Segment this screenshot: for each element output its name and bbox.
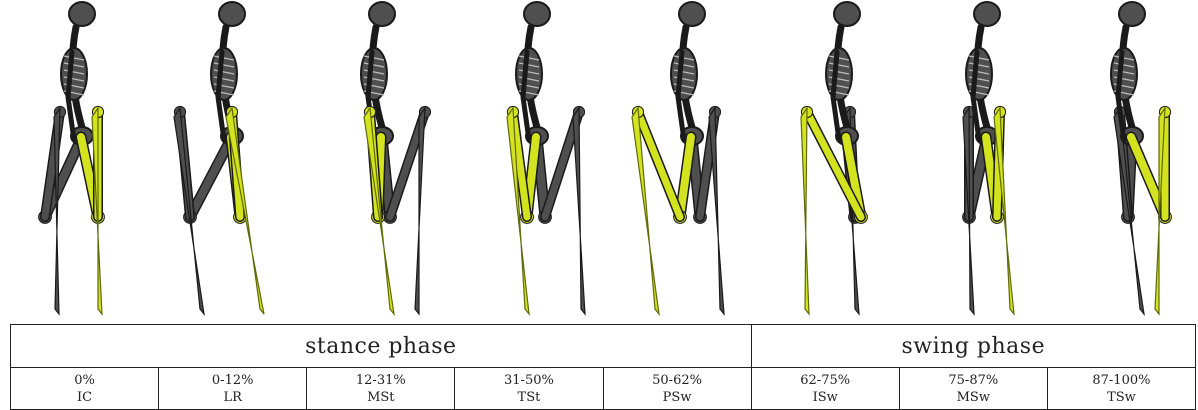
step-abbr: ISw: [752, 389, 899, 406]
step-cell-isw: 62-75%ISw: [751, 368, 899, 410]
skeleton-figure: [361, 2, 431, 314]
skull: [834, 2, 860, 26]
skeleton-figure: [632, 2, 724, 314]
step-percent: 0-12%: [159, 372, 306, 389]
swing-phase-cell: swing phase: [751, 325, 1195, 368]
step-cell-psw: 50-62%PSw: [603, 368, 751, 410]
skeleton-figure: [174, 2, 264, 314]
highlight-leg-foot: [226, 108, 264, 314]
skeleton-figure: [801, 2, 867, 314]
step-abbr: TSw: [1048, 389, 1195, 406]
skull: [974, 2, 1000, 26]
step-percent: 0%: [11, 372, 158, 389]
skull: [1119, 2, 1145, 26]
gait-phase-table: stance phase swing phase 0%IC 0-12%LR 12…: [10, 324, 1196, 410]
skeleton-figure: [1111, 2, 1171, 314]
gray-leg-foot: [174, 108, 204, 314]
step-percent: 50-62%: [604, 372, 751, 389]
skull: [69, 2, 95, 26]
skeleton-figure: [507, 2, 585, 314]
step-cell-ic: 0%IC: [11, 368, 159, 410]
step-percent: 12-31%: [307, 372, 454, 389]
skeleton-figure: [963, 2, 1014, 314]
step-cell-msw: 75-87%MSw: [899, 368, 1047, 410]
gray-leg-foot: [709, 108, 724, 314]
step-abbr: MSt: [307, 389, 454, 406]
step-abbr: TSt: [455, 389, 602, 406]
step-abbr: LR: [159, 389, 306, 406]
skull: [219, 2, 245, 26]
gray-leg-foot: [54, 108, 60, 314]
skeleton-figure: [39, 2, 105, 314]
step-cell-tsw: 87-100%TSw: [1047, 368, 1195, 410]
step-percent: 62-75%: [752, 372, 899, 389]
step-percent: 87-100%: [1048, 372, 1195, 389]
step-row: 0%IC 0-12%LR 12-31%MSt 31-50%TSt 50-62%P…: [11, 368, 1196, 410]
step-cell-tst: 31-50%TSt: [455, 368, 603, 410]
highlight-leg-femur: [680, 137, 691, 217]
gray-leg-femur: [190, 137, 232, 217]
step-percent: 31-50%: [455, 372, 602, 389]
skull: [524, 2, 550, 26]
step-abbr: PSw: [604, 389, 751, 406]
step-cell-lr: 0-12%LR: [159, 368, 307, 410]
stance-phase-cell: stance phase: [11, 325, 752, 368]
step-abbr: IC: [11, 389, 158, 406]
gray-leg-foot: [573, 108, 585, 314]
step-cell-mst: 12-31%MSt: [307, 368, 455, 410]
phase-row: stance phase swing phase: [11, 325, 1196, 368]
skull: [679, 2, 705, 26]
gait-cycle-skeleton-figure: [0, 0, 1198, 325]
step-abbr: MSw: [900, 389, 1047, 406]
highlight-leg-foot: [801, 108, 809, 314]
step-percent: 75-87%: [900, 372, 1047, 389]
skull: [369, 2, 395, 26]
